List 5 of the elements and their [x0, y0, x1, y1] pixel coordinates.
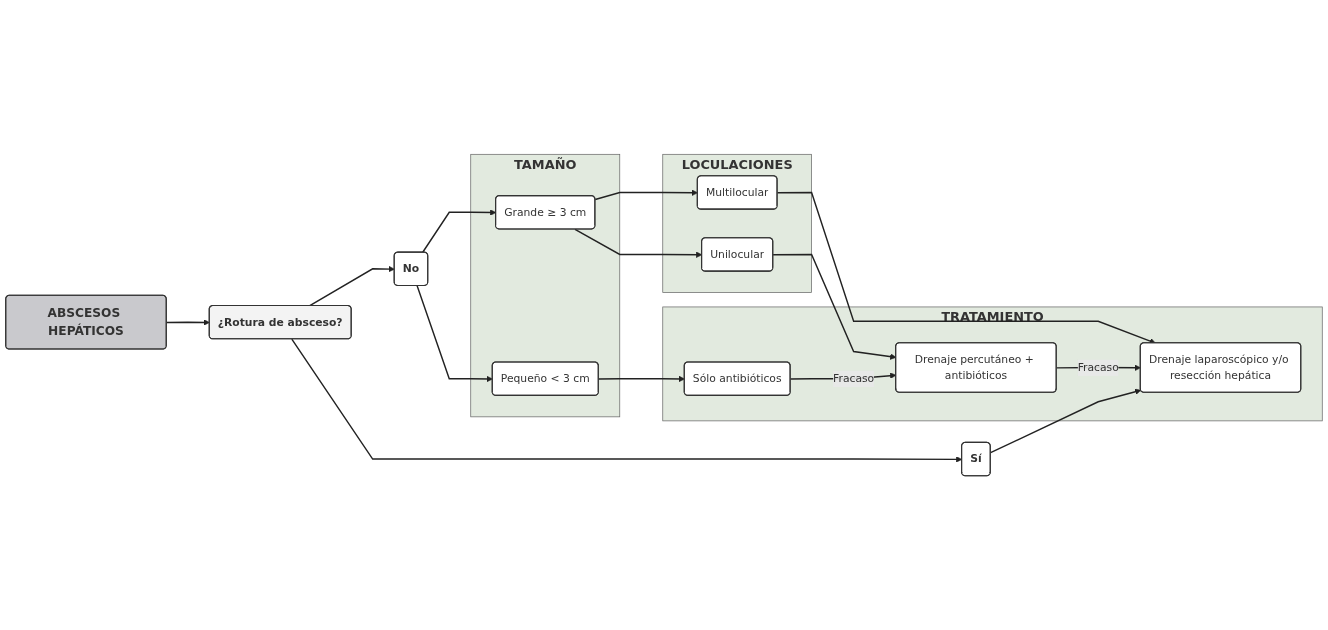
arrow	[308, 265, 395, 307]
edge-label: Fracaso	[833, 372, 875, 385]
arrow	[594, 189, 698, 201]
arrow	[416, 285, 493, 383]
edge-label: Fracaso	[1077, 360, 1119, 374]
